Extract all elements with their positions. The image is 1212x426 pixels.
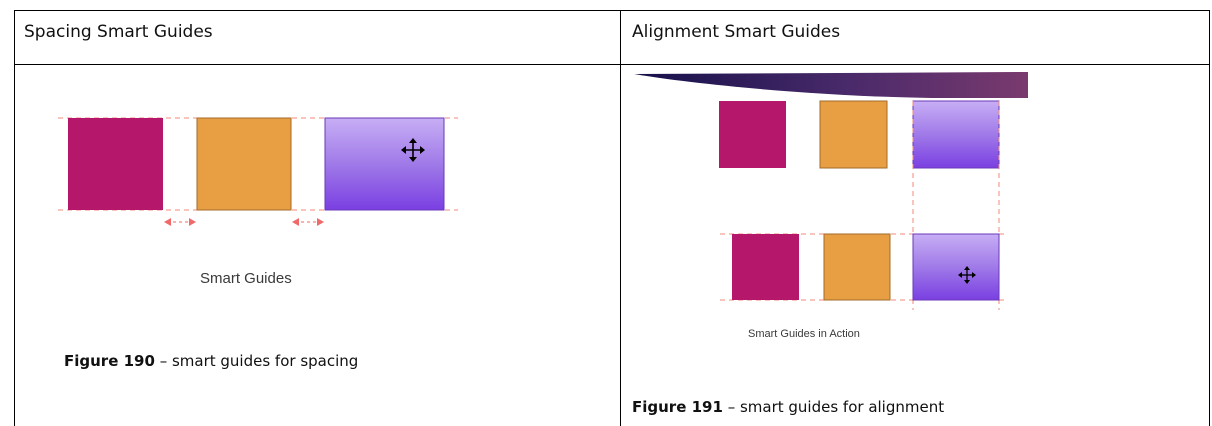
table-left-border [14, 10, 15, 426]
alignment-figure-graphic [634, 72, 1028, 310]
spacing-indicator-2 [292, 218, 324, 226]
figure-190-text: – smart guides for spacing [154, 352, 359, 370]
bottom-purple-square [912, 233, 1000, 301]
arrow-right-icon [189, 218, 196, 226]
spacing-figure: Smart Guides [50, 100, 470, 300]
alignment-figure: Smart Guides in Action [632, 70, 1032, 350]
spacing-figure-label: Smart Guides [200, 270, 292, 287]
table-top-border [14, 10, 1210, 11]
bottom-orange-square [823, 233, 891, 301]
table-right-border [1209, 10, 1210, 426]
top-magenta-square [719, 101, 786, 168]
table-header-divider [14, 64, 1210, 65]
purple-square [324, 117, 445, 211]
move-cursor-icon [958, 266, 976, 284]
spacing-indicator-1 [164, 218, 196, 226]
figure-191-text: – smart guides for alignment [722, 398, 945, 416]
header-spacing-smart-guides: Spacing Smart Guides [24, 22, 213, 42]
figure-191-number: Figure 191 [632, 398, 723, 416]
move-cursor-icon [401, 138, 425, 162]
decorative-banner [634, 72, 1028, 98]
orange-square [196, 117, 292, 211]
alignment-figure-label: Smart Guides in Action [748, 328, 860, 340]
spacing-figure-graphic [58, 117, 458, 226]
top-orange-square [819, 100, 888, 169]
arrow-right-icon [317, 218, 324, 226]
bottom-magenta-square [732, 234, 799, 300]
arrow-left-icon [292, 218, 299, 226]
table-column-divider [620, 10, 621, 426]
figure-190-number: Figure 190 [64, 352, 155, 370]
arrow-left-icon [164, 218, 171, 226]
header-alignment-smart-guides: Alignment Smart Guides [632, 22, 841, 42]
figure-191-caption: Figure 191 – smart guides for alignment [632, 398, 944, 416]
top-purple-square [912, 100, 1000, 169]
figure-190-caption: Figure 190 – smart guides for spacing [64, 352, 358, 370]
magenta-square [68, 118, 163, 210]
